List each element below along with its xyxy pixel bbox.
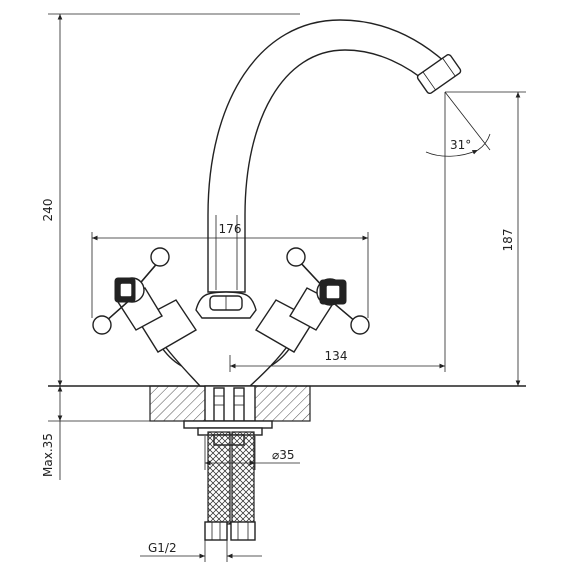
right-cross-handle [286, 247, 370, 335]
dimension-height-240: 240 [41, 13, 300, 386]
dimension-label-31: 31° [450, 138, 471, 152]
dimension-label-240: 240 [41, 199, 55, 222]
swivel-spout [207, 19, 462, 293]
dimension-height-187: 187 [445, 91, 526, 386]
dimension-reach-134: 134 [229, 92, 446, 372]
left-cross-handle [92, 247, 170, 335]
dimension-label-134: 134 [325, 349, 348, 363]
dimension-width-176: 176 [91, 222, 369, 318]
dimension-max-thickness: Max.35 [41, 386, 63, 480]
dimension-thread-g12: G1/2 [140, 540, 262, 562]
flexible-hoses [204, 431, 256, 541]
dimension-label-176: 176 [219, 222, 242, 236]
dimension-label-diameter: ⌀35 [272, 448, 295, 462]
dimension-label-187: 187 [501, 229, 515, 252]
aerator-nozzle [416, 54, 462, 95]
dimension-label-max35: Max.35 [41, 433, 55, 477]
countertop-section [48, 385, 526, 422]
dimension-label-thread: G1/2 [148, 541, 177, 555]
dimension-diameter-35: ⌀35 [204, 436, 300, 470]
dimension-angle-31: 31° [425, 91, 491, 157]
